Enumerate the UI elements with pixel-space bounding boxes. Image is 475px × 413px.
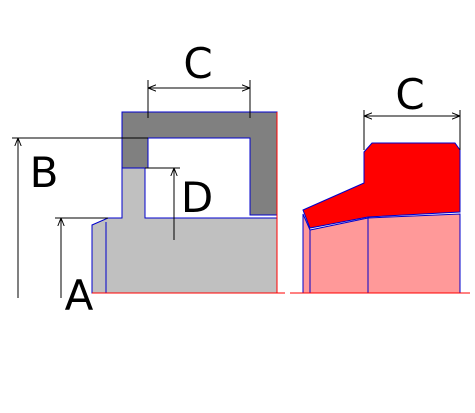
dimension-c-left: C bbox=[147, 39, 251, 118]
left-profile bbox=[91, 111, 285, 294]
right-profile bbox=[290, 142, 470, 294]
dimension-a: A bbox=[55, 217, 108, 320]
label-c-left: C bbox=[183, 39, 212, 88]
label-c-right: C bbox=[395, 70, 424, 119]
dimension-b: B bbox=[12, 137, 148, 298]
dimension-d: D bbox=[145, 167, 213, 240]
label-d: D bbox=[181, 173, 213, 222]
dimension-c-right: C bbox=[363, 70, 461, 150]
label-a: A bbox=[65, 271, 94, 320]
right-seal-profile bbox=[302, 142, 461, 229]
right-housing-body bbox=[302, 213, 461, 294]
label-b: B bbox=[30, 148, 59, 197]
